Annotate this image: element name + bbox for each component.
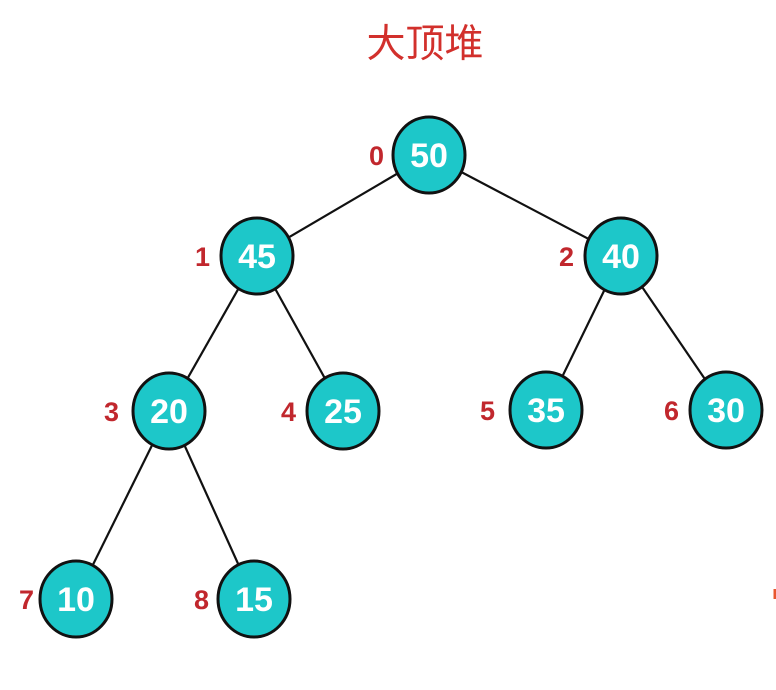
tree-node-0: 0 50 — [369, 115, 467, 195]
node-circle — [216, 559, 292, 639]
node-index-label: 5 — [480, 396, 495, 426]
node-value: 30 — [707, 392, 745, 430]
node-circle — [688, 370, 764, 450]
node-value: 50 — [410, 137, 448, 175]
node-value: 35 — [527, 392, 565, 430]
tree-node-8: 8 15 — [194, 559, 292, 639]
node-value: 45 — [238, 238, 276, 276]
tree-node-1: 1 45 — [195, 216, 295, 296]
tree-node-5: 5 35 — [480, 370, 584, 450]
node-circle — [219, 216, 295, 296]
node-index-label: 2 — [559, 242, 574, 272]
tree-node-7: 7 10 — [19, 559, 114, 639]
node-circle — [305, 371, 381, 451]
node-index-label: 3 — [104, 397, 119, 427]
tree-node-2: 2 40 — [559, 216, 659, 296]
tree-nodes: 0 50 1 45 2 40 3 20 4 25 5 35 6 30 7 10 8 15 — [19, 115, 764, 639]
node-circle — [391, 115, 467, 195]
node-index-label: 1 — [195, 242, 210, 272]
tree-node-3: 3 20 — [104, 371, 207, 451]
node-index-label: 4 — [281, 397, 296, 427]
node-value: 15 — [235, 581, 273, 619]
diagram-title: 大顶堆 — [366, 23, 483, 66]
node-circle — [131, 371, 207, 451]
node-circle — [38, 559, 114, 639]
node-value: 20 — [150, 393, 188, 431]
node-value: 25 — [324, 393, 362, 431]
clipped-red-artifact — [773, 589, 776, 599]
node-value: 40 — [602, 238, 640, 276]
tree-node-6: 6 30 — [664, 370, 764, 450]
node-circle — [508, 370, 584, 450]
node-index-label: 7 — [19, 585, 34, 615]
node-index-label: 8 — [194, 585, 209, 615]
node-value: 10 — [57, 581, 95, 619]
tree-node-4: 4 25 — [281, 371, 381, 451]
node-circle — [583, 216, 659, 296]
node-index-label: 6 — [664, 396, 679, 426]
node-index-label: 0 — [369, 141, 384, 171]
